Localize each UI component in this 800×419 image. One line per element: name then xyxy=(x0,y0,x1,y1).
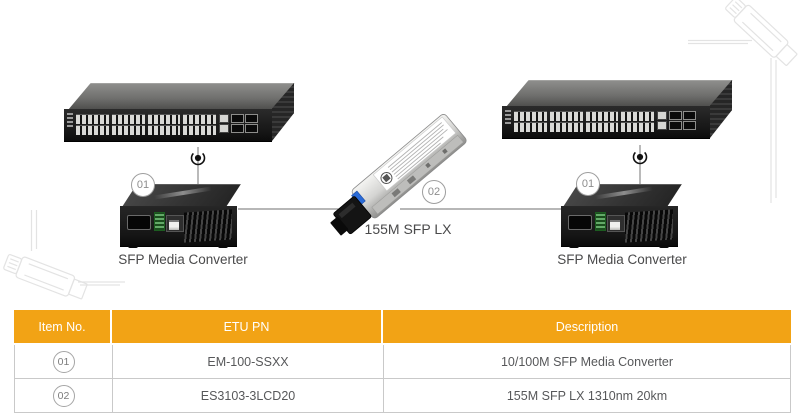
switch-front-face xyxy=(502,106,710,139)
switch-led-column xyxy=(67,113,73,127)
sfp-module-label: 155M SFP LX xyxy=(364,221,452,237)
right-converter-label: SFP Media Converter xyxy=(557,252,687,267)
header-etu-pn: ETU PN xyxy=(112,310,383,343)
table-row: 02 ES3103-3LCD20 155M SFP LX 1310nm 20km xyxy=(15,379,790,413)
converter-feet xyxy=(569,245,669,248)
converter-feet xyxy=(128,245,228,248)
cell-item-no: 01 xyxy=(15,345,113,378)
connection-node-icon-right xyxy=(632,151,648,165)
ethernet-switch-right xyxy=(502,80,733,146)
item-no-text: 02 xyxy=(57,389,70,402)
switch-front-face xyxy=(64,109,272,142)
converter-front-face xyxy=(561,206,678,247)
sfp-label xyxy=(372,116,457,192)
switch-led-column xyxy=(505,110,511,124)
switch-port-row xyxy=(76,125,216,135)
table-row: 01 EM-100-SSXX 10/100M SFP Media Convert… xyxy=(15,345,790,379)
switch-top-face xyxy=(506,80,733,107)
sfp-logo-mark xyxy=(382,173,391,183)
item-marker-text: 02 xyxy=(427,186,441,198)
converter-sfp-port xyxy=(568,215,592,230)
spec-table-body: 01 EM-100-SSXX 10/100M SFP Media Convert… xyxy=(14,345,791,413)
cell-etu-pn: EM-100-SSXX xyxy=(113,345,384,378)
cell-etu-pn: ES3103-3LCD20 xyxy=(113,379,384,412)
cell-description: 10/100M SFP Media Converter xyxy=(384,345,790,378)
switch-port-row xyxy=(76,114,216,124)
converter-led-block xyxy=(595,212,606,231)
converter-rj45-port xyxy=(166,215,184,232)
left-converter-label: SFP Media Converter xyxy=(118,252,248,267)
faded-sfp-outline-bottom-left xyxy=(3,210,125,300)
switch-top-face xyxy=(68,83,295,110)
ethernet-switch-left xyxy=(64,83,295,149)
spec-table-header: Item No. ETU PN Description xyxy=(14,310,791,343)
converter-vent-slats xyxy=(184,209,232,243)
switch-uplink-ports xyxy=(657,110,707,133)
switch-uplink-ports xyxy=(219,113,269,136)
spec-table: Item No. ETU PN Description 01 EM-100-SS… xyxy=(14,310,791,413)
header-item-no: Item No. xyxy=(14,310,112,343)
item-marker-text: 01 xyxy=(136,179,150,191)
sfp-lc-connector xyxy=(330,196,372,236)
item-marker-circle: 02 xyxy=(52,384,75,407)
item-marker-01-right: 01 xyxy=(576,172,600,196)
converter-front-face xyxy=(120,206,237,247)
item-marker-02: 02 xyxy=(422,180,446,204)
sfp-transceiver-module xyxy=(330,114,467,236)
header-description: Description xyxy=(383,310,791,343)
switch-port-row xyxy=(514,111,654,121)
converter-vent-slats xyxy=(625,209,673,243)
item-marker-circle: 01 xyxy=(52,350,75,373)
sfp-media-converter-left xyxy=(120,184,241,250)
sfp-media-converter-right xyxy=(561,184,682,250)
item-marker-text: 01 xyxy=(581,178,595,190)
connection-node-icon-left xyxy=(190,152,206,166)
item-marker-01-left: 01 xyxy=(131,173,155,197)
cell-item-no: 02 xyxy=(15,379,113,412)
cell-description: 155M SFP LX 1310nm 20km xyxy=(384,379,790,412)
switch-port-row xyxy=(514,122,654,132)
converter-rj45-port xyxy=(607,215,625,232)
converter-sfp-port xyxy=(127,215,151,230)
item-no-text: 01 xyxy=(57,355,70,368)
converter-led-block xyxy=(154,212,165,231)
